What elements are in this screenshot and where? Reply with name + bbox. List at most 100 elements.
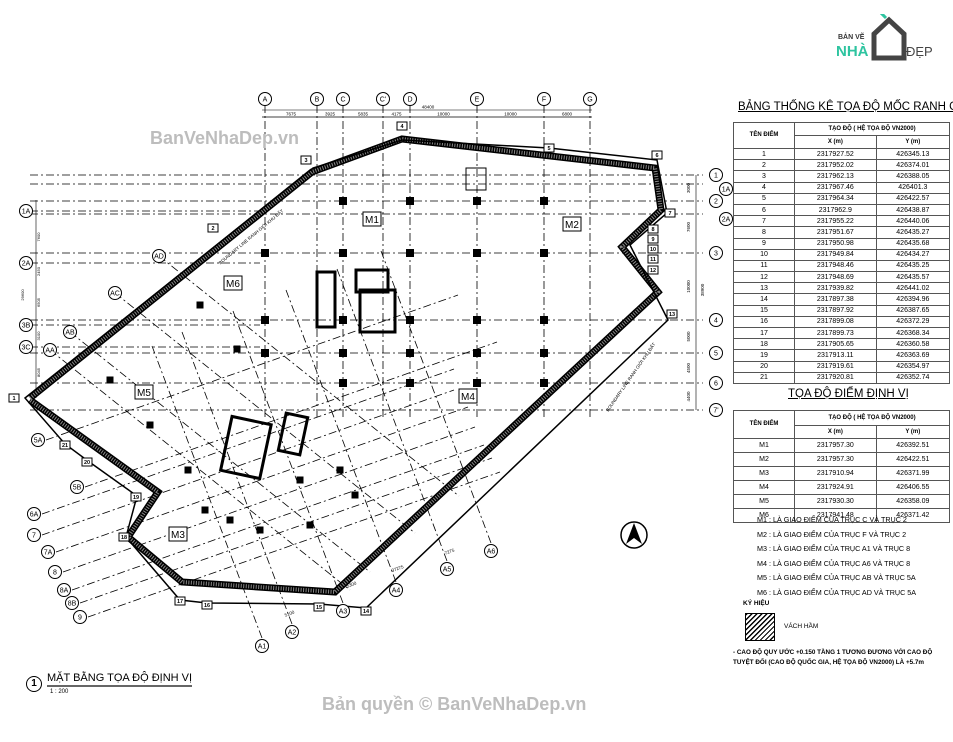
bottom-axis-label-bubble — [389, 583, 403, 597]
left-axis-label: 7A — [44, 550, 53, 557]
column — [406, 249, 414, 257]
grid-line-diagonal — [336, 268, 448, 562]
bottom-axis-label: A1 — [258, 644, 267, 651]
grid-line-diagonal — [181, 331, 293, 625]
axis-label-3-bubble — [376, 92, 390, 106]
col-x: X (m) — [794, 135, 877, 149]
boundary-point-12: 12 — [650, 268, 656, 274]
column — [256, 526, 264, 534]
diagonal-axis-label: AB — [65, 330, 75, 337]
col-group: TẠO ĐỘ ( HỆ TỌA ĐỘ VN2000) — [794, 122, 950, 136]
marker-box — [223, 275, 243, 291]
column — [261, 316, 269, 324]
boundary-point-box — [130, 492, 142, 502]
y-value: 426360.58 — [875, 338, 951, 351]
grid-line-diagonal — [45, 294, 459, 441]
point-name: 21 — [733, 371, 795, 384]
axis-label-2-bubble — [336, 92, 350, 106]
boundary-point-11: 11 — [650, 257, 656, 263]
left-dimension: 8045 — [36, 367, 41, 377]
boundary-point-box — [543, 143, 555, 153]
left-axis-label-bubble — [57, 583, 71, 597]
point-name: M3 — [733, 466, 795, 481]
x-value: 2317952.02 — [794, 159, 877, 172]
top-dimension: 7675 — [286, 112, 297, 117]
column — [339, 349, 347, 357]
x-value: 2317948.69 — [794, 271, 877, 284]
left-axis-label: 1A — [22, 209, 31, 216]
left-dimension: 3100 — [36, 331, 41, 341]
column — [406, 316, 414, 324]
right-axis-label: 1 — [714, 173, 718, 180]
boundary-point-15: 15 — [316, 605, 322, 611]
left-axis-label-bubble — [41, 545, 55, 559]
marker-box — [362, 211, 382, 227]
column — [336, 466, 344, 474]
y-value: 426435.27 — [875, 226, 951, 239]
column — [146, 421, 154, 429]
right-axis-label: 4 — [714, 318, 718, 325]
x-value: 2317941.48 — [794, 508, 877, 523]
logo-line1: BẢN VẼ — [838, 34, 865, 41]
basement-wall-hatch — [28, 136, 664, 595]
y-value: 426392.51 — [875, 438, 951, 453]
y-value: 426434.27 — [875, 248, 951, 261]
grid-line-diagonal — [49, 349, 351, 591]
column — [339, 249, 347, 257]
elevation-note: - CAO ĐỘ QUY ƯỚC +0.150 TẦNG 1 TƯƠNG ĐƯƠ… — [733, 649, 933, 666]
column — [226, 516, 234, 524]
bottom-dimension: 5100 — [284, 609, 296, 617]
marker-coordinates-table: TÊN ĐIỂM TẠO ĐỘ ( HỆ TỌA ĐỘ VN2000) X (m… — [733, 410, 951, 523]
marker-note: M3 : LÀ GIAO ĐIỂM CỦA TRỤC A1 VÀ TRỤC 8 — [757, 544, 911, 553]
axis-label-5-bubble — [470, 92, 484, 106]
left-total-dimension: 29600 — [20, 289, 25, 301]
x-value: 2317948.46 — [794, 259, 877, 273]
point-name: 2 — [733, 159, 795, 172]
top-dimension: 5835 — [358, 112, 369, 117]
boundary-point-box — [647, 234, 659, 244]
left-axis-label: 8B — [68, 601, 77, 608]
point-name: 11 — [733, 259, 795, 273]
axis-label-1: B — [315, 97, 320, 104]
bottom-axis-label-bubble — [440, 562, 454, 576]
marker-M5: M5 — [137, 388, 151, 399]
marker-M2: M2 — [565, 220, 579, 231]
col-y: Y (m) — [875, 135, 951, 149]
boundary-point-4: 4 — [400, 124, 404, 130]
right-dimension: 7600 — [686, 221, 691, 232]
marker-M4: M4 — [461, 392, 475, 403]
grid-line-diagonal — [69, 331, 371, 573]
left-axis-label-bubble — [19, 256, 33, 270]
hatch-swatch-icon — [745, 613, 775, 641]
left-axis-label: 8 — [53, 570, 57, 577]
point-name: M4 — [733, 480, 795, 495]
left-axis-label: 7 — [32, 533, 36, 540]
y-value: 426401.3 — [875, 181, 951, 194]
column — [473, 316, 481, 324]
drawing-number: 1 — [26, 676, 42, 692]
y-value: 426441.02 — [875, 282, 951, 295]
column — [106, 376, 114, 384]
y-value: 426440.06 — [875, 215, 951, 228]
y-value: 426422.51 — [875, 452, 951, 467]
left-axis-label: 3B — [22, 323, 31, 330]
axis-label-3: C' — [380, 97, 386, 104]
marker-box — [168, 526, 188, 542]
point-name: 12 — [733, 271, 795, 284]
right-axis-label-bubble — [719, 182, 733, 196]
point-name: M6 — [733, 508, 795, 523]
x-value: 2317910.94 — [794, 466, 877, 481]
right-dimension: 5000 — [686, 331, 691, 342]
x-value: 2317905.65 — [794, 338, 877, 351]
y-value: 426394.96 — [875, 293, 951, 306]
x-value: 2317950.98 — [794, 237, 877, 250]
boundary-point-20: 20 — [84, 460, 90, 466]
column — [406, 349, 414, 357]
